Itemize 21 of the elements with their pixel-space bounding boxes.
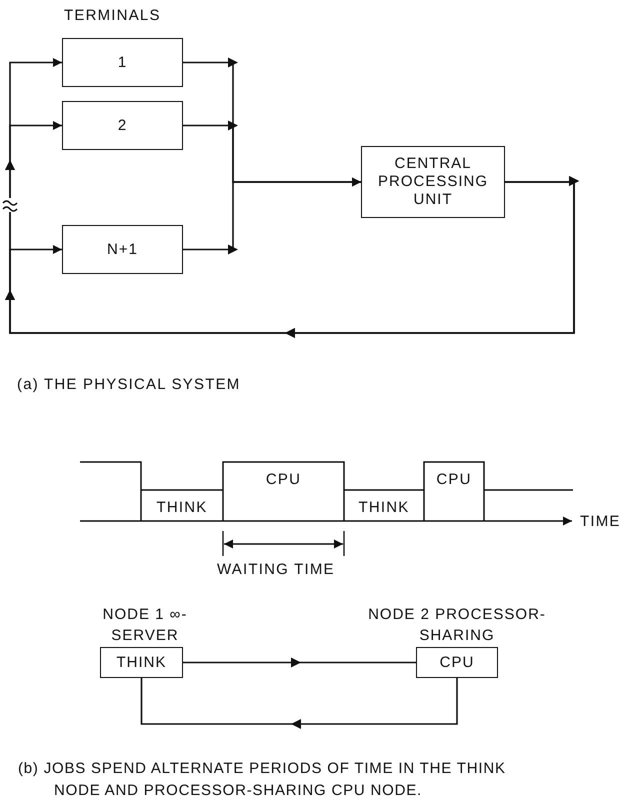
node-heading: NODE 2 PROCESSOR-SHARING	[367, 605, 547, 646]
figure-caption: (a) THE PHYSICAL SYSTEM	[17, 375, 240, 394]
text-label: TERMINALS	[64, 6, 161, 25]
text-label: THINK	[156, 498, 208, 517]
text-label: CPU	[435, 470, 473, 489]
arrow	[5, 176, 579, 338]
text-label: CPU	[264, 470, 302, 489]
node-label: 1	[118, 54, 128, 72]
node-label: CPU	[440, 654, 474, 672]
node-heading: NODE 1 ∞-SERVER	[102, 605, 188, 646]
arrow	[183, 658, 416, 668]
figure-caption: (b) JOBS SPEND ALTERNATE PERIODS OF TIME IN THE THINK NODE AND PROCESSOR-SHARING CPU NODE.	[18, 759, 507, 801]
text-label: THINK	[358, 498, 410, 517]
arrow	[140, 678, 458, 729]
arrow	[183, 178, 361, 254]
node-label: THINK	[116, 654, 166, 672]
node-label: N+1	[107, 240, 138, 258]
node-label: 2	[118, 116, 128, 134]
node-label: CENTRAL PROCESSING UNIT	[378, 155, 488, 209]
text-label: WAITING TIME	[217, 560, 335, 579]
text-label: TIME	[580, 512, 621, 531]
